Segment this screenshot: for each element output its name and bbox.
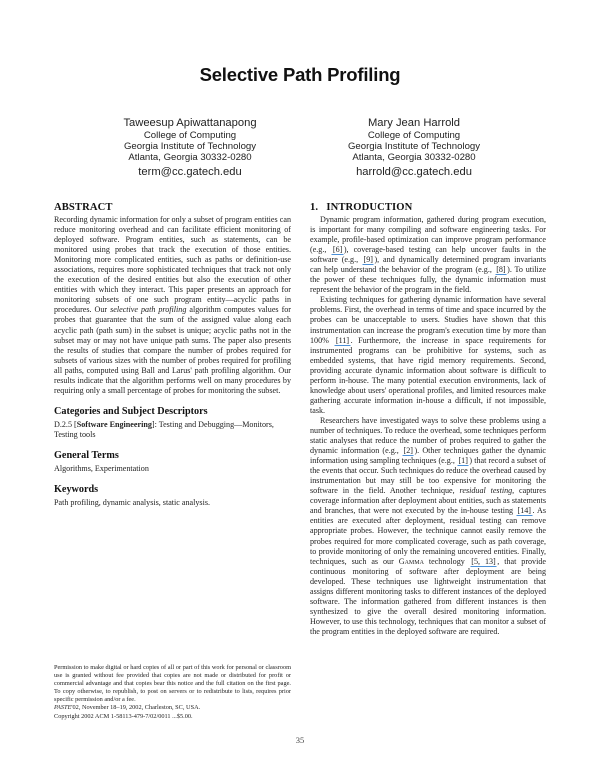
author-name: Taweesup Apiwattanapong <box>123 117 257 129</box>
author-department: College of Computing <box>367 130 461 141</box>
copyright-line: Copyright 2002 ACM 1-58113-479-7/02/0011… <box>54 712 193 720</box>
author-email: harrold@cc.gatech.edu <box>356 166 472 178</box>
right-column: 1. INTRODUCTION Dynamic program informat… <box>310 201 546 637</box>
introduction-heading: 1. INTRODUCTION <box>310 202 413 213</box>
text-run: ). To utilize the power of these techniq… <box>310 265 546 295</box>
text-run: Researchers have investigated ways to so… <box>310 415 546 456</box>
citation-link[interactable]: [6] <box>331 244 344 256</box>
citation-link[interactable]: [8] <box>494 264 508 276</box>
abstract-text-part: Recording dynamic information for only a… <box>54 215 291 315</box>
text-run: ). Other techniques gather the dynamic i… <box>310 446 547 466</box>
citation-link[interactable]: [2] <box>402 445 415 457</box>
text-run: ), coverage-based testing can help uncov… <box>310 245 546 265</box>
italic-term: residual testing <box>459 486 513 496</box>
author-institution: Georgia Institute of Technology <box>347 141 481 152</box>
text-run: ) that record a subset of the events tha… <box>310 456 546 496</box>
text-run: Existing techniques for gathering dynami… <box>310 295 546 345</box>
text-run: Dynamic program information, gathered du… <box>310 215 546 255</box>
text-run: . Furthermore, the increase in space req… <box>310 335 546 415</box>
permission-text: Permission to make digital or hard copie… <box>54 664 291 704</box>
author-department: College of Computing <box>143 130 237 141</box>
author-institution: Georgia Institute of Technology <box>123 141 257 152</box>
text-run: . As entities are executed after deploym… <box>310 506 546 566</box>
citation-link[interactable]: [1] <box>456 455 470 467</box>
categories-heading: Categories and Subject Descriptors <box>54 405 208 417</box>
citation-link[interactable]: [11] <box>334 334 351 346</box>
general-terms-heading: General Terms <box>54 449 119 461</box>
keywords-heading: Keywords <box>54 483 99 495</box>
paper-title: Selective Path Profiling <box>199 64 401 85</box>
text-run: , that provide continuous monitoring of … <box>310 556 546 636</box>
text-run: , captures coverage information after de… <box>310 486 546 516</box>
venue-details: '02, November 18–19, 2002, Charleston, S… <box>71 704 201 712</box>
page-number: 35 <box>295 735 305 745</box>
author-block-2: Mary Jean Harrold College of Computing G… <box>304 117 524 180</box>
permission-notice: Permission to make digital or hard copie… <box>54 664 291 721</box>
text-run: ), and dynamically determined program in… <box>310 255 546 275</box>
categories-text: D.2.5 [Software Engineering]: Testing an… <box>54 420 291 440</box>
citation-link[interactable]: [5, 13] <box>469 555 498 567</box>
author-email: term@cc.gatech.edu <box>138 166 242 178</box>
text-run: technology <box>423 556 470 566</box>
intro-paragraph-3: Researchers have investigated ways to so… <box>310 416 546 637</box>
venue-line: PASTE'02, November 18–19, 2002, Charlest… <box>54 704 291 712</box>
category-rest: ]: Testing and Debugging—Monitors, Testi… <box>54 419 274 439</box>
author-address: Atlanta, Georgia 30332-0280 <box>352 152 476 163</box>
keywords-text: Path profiling, dynamic analysis, static… <box>54 497 211 507</box>
category-bold: Software Engineering <box>76 419 152 429</box>
abstract-heading: ABSTRACT <box>54 202 113 213</box>
abstract-italic-term: selective path profiling <box>110 305 187 315</box>
author-address: Atlanta, Georgia 30332-0280 <box>128 152 252 163</box>
general-terms-text: Algorithms, Experimentation <box>54 463 149 473</box>
left-column: ABSTRACT Recording dynamic information f… <box>54 201 291 508</box>
citation-link[interactable]: [9] <box>362 254 375 266</box>
citation-link[interactable]: [14] <box>516 505 533 517</box>
intro-paragraph-1: Dynamic program information, gathered du… <box>310 215 546 295</box>
author-name: Mary Jean Harrold <box>367 117 461 129</box>
abstract-text: Recording dynamic information for only a… <box>54 215 291 396</box>
author-block-1: Taweesup Apiwattanapong College of Compu… <box>80 117 300 180</box>
abstract-text-part: algorithm computes values for probes tha… <box>54 305 292 395</box>
intro-paragraph-2: Existing techniques for gathering dynami… <box>310 295 546 416</box>
gamma-name: Gamma <box>398 556 424 566</box>
category-code: D.2.5 [ <box>54 419 77 429</box>
venue-name: PASTE <box>54 704 72 712</box>
